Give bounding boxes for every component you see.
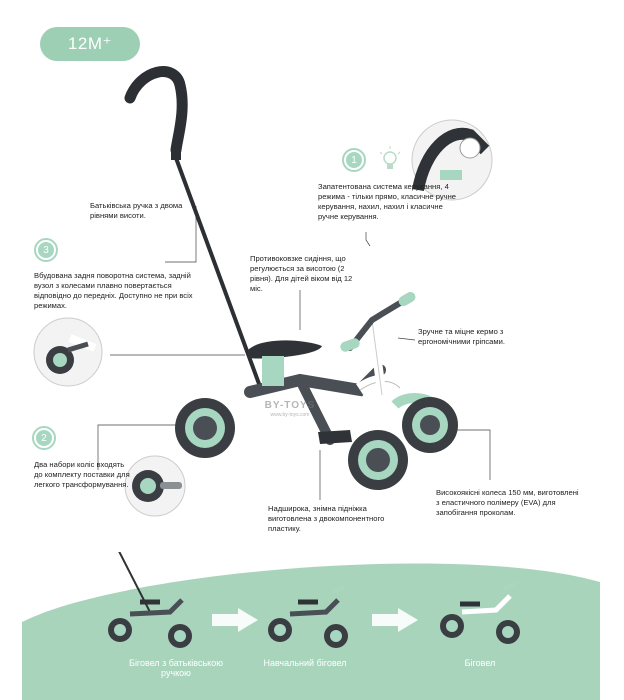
mode-label-3: Біговел (464, 658, 496, 668)
feature-number-2-text: 2 (36, 430, 52, 446)
handle-loop (124, 66, 188, 156)
steering-detail-pic (411, 119, 493, 201)
mode-label-1: Біговел з батьківською ручкою (129, 658, 223, 678)
note-wheel-sets: Два набори коліс входять до комплекту по… (34, 460, 130, 489)
feature-number-3-text: 3 (38, 242, 54, 258)
leader-wheelsets (97, 424, 180, 470)
feature-number-1: 1 (342, 148, 366, 172)
mode-1-bike (108, 552, 192, 648)
front-wheel-right-hub (420, 415, 440, 435)
note-handlebar: Зручне та міцне кермо з ергономічними гр… (418, 327, 505, 346)
front-wheel-left-hub (366, 448, 390, 472)
tricycle-illustration (33, 66, 493, 517)
seat-post (262, 356, 284, 386)
feature-number-2: 2 (32, 426, 56, 450)
rear-unit-detail-pic (33, 317, 103, 387)
wheelset-detail-pic (124, 455, 186, 517)
seat (248, 340, 322, 359)
watermark-brand: BY-TOYS (264, 400, 316, 411)
steering-column-edge (371, 319, 383, 396)
note-footrest: Надширока, знімна підніжка виготовлена з… (268, 504, 385, 533)
feature-number-1-text: 1 (346, 152, 362, 168)
mode-3-bike (440, 582, 520, 644)
arrow-right-icon-1 (212, 608, 258, 632)
note-seat: Противоковзке сидіння, що регулюється за… (250, 254, 353, 293)
watermark-url: www.by-toys.com (270, 412, 310, 418)
arrow-right-icon-2 (372, 608, 418, 632)
lightbulb-icon (379, 146, 401, 169)
note-steering-system: Запатентована система керування, 4 режим… (318, 182, 457, 221)
rear-wheel-hub (193, 416, 217, 440)
modes-band (22, 552, 600, 700)
age-badge: 12M⁺ (40, 27, 140, 61)
parent-pole (174, 157, 264, 393)
handlebar-grip-left (340, 338, 360, 352)
mode-2-bike (268, 586, 348, 648)
footrest (318, 430, 352, 444)
handlebar (347, 297, 408, 351)
mode-label-2: Навчальний біговел (263, 658, 347, 668)
band-shape (22, 563, 600, 700)
note-parent-handle: Батьківська ручка з двома рівнями висоти… (90, 201, 183, 220)
note-rear-turning: Вбудована задня поворотна система, задні… (34, 271, 193, 310)
leader-handlebar (397, 337, 416, 341)
leader-handle (165, 206, 197, 263)
handlebar-grip-right (398, 292, 416, 306)
note-wheels: Високоякісні колеса 150 мм, виготовлені … (436, 488, 579, 517)
frame-down (295, 375, 335, 445)
leader-steering (365, 232, 371, 247)
feature-number-3: 3 (34, 238, 58, 262)
